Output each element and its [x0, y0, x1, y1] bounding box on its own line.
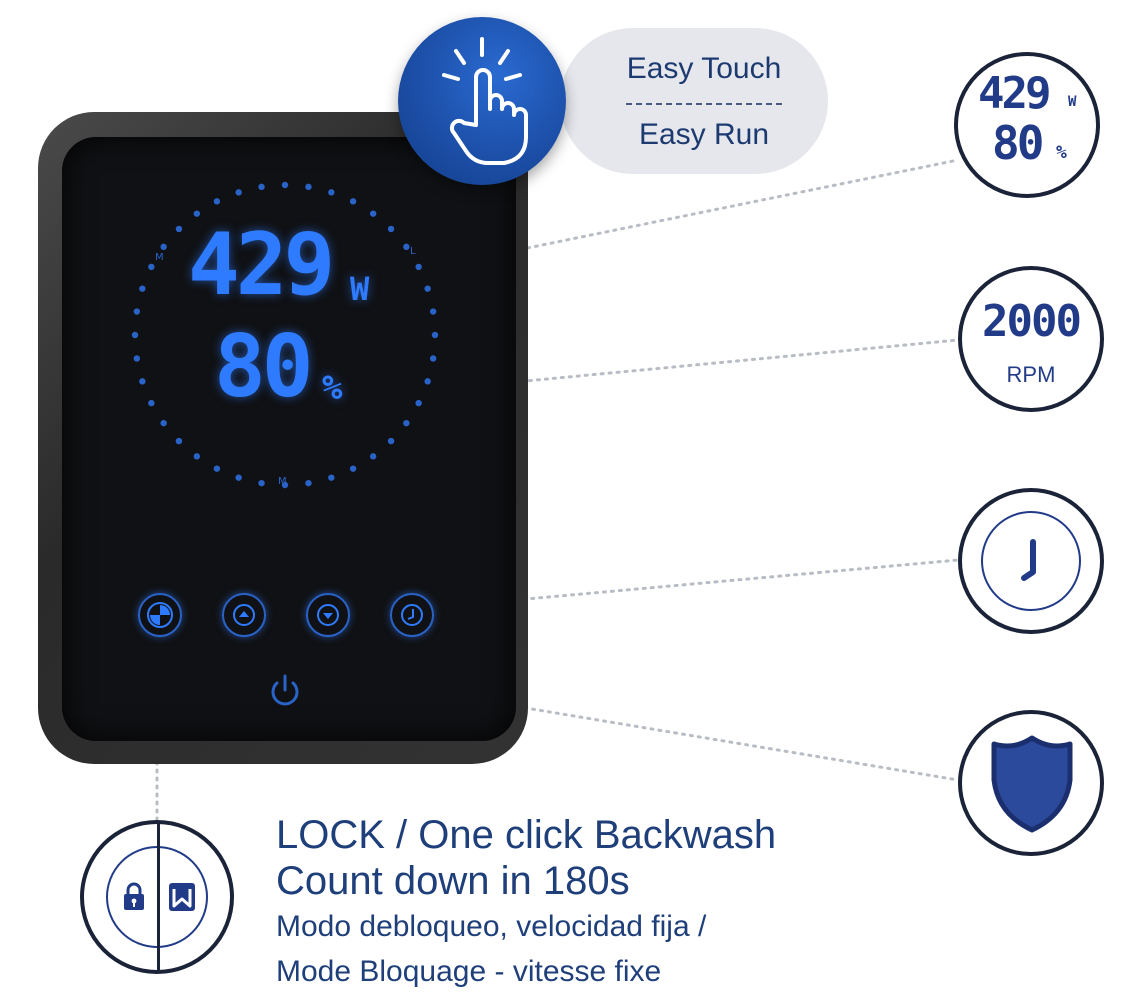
dial-dot — [213, 198, 221, 205]
dial-dot — [305, 479, 312, 487]
svg-text:M: M — [155, 252, 164, 263]
dial-dot — [403, 243, 410, 251]
arrow-down-icon — [317, 604, 339, 626]
feature-power-unit: W — [1068, 94, 1077, 110]
dial-dot — [429, 355, 437, 362]
dial-dot — [133, 355, 141, 362]
dial-dot — [139, 378, 146, 385]
caption-line-1: LOCK / One click Backwash — [276, 813, 777, 857]
badge-line-1: Easy Touch — [626, 52, 782, 85]
lcd-percent-unit: % — [322, 368, 343, 408]
lcd-power-unit: W — [350, 270, 369, 308]
dial-dot — [369, 453, 377, 460]
fan-icon — [147, 602, 173, 628]
shield-icon — [991, 735, 1073, 833]
dial-dot — [349, 465, 357, 472]
dial-dot — [415, 263, 422, 271]
backwash-w-icon — [169, 883, 195, 911]
timer-button[interactable] — [390, 593, 434, 637]
dial-dot — [258, 479, 265, 487]
feature-timer — [958, 488, 1104, 634]
lcd-power-value: 429 — [188, 215, 335, 315]
dial-dot — [213, 465, 221, 472]
dial-dot — [148, 399, 155, 407]
dial-dot — [193, 210, 201, 217]
dial-dot — [387, 437, 395, 445]
up-button[interactable] — [222, 593, 266, 637]
power-icon — [271, 674, 299, 706]
dial-dot — [258, 183, 265, 191]
lcd-percent-value: 80 — [214, 317, 314, 417]
feature-speed-value: 2000 — [982, 296, 1082, 347]
inner-divider — [157, 824, 160, 970]
dial-dot — [429, 308, 437, 315]
touch-hand-icon — [442, 37, 528, 165]
dial-dot — [281, 181, 289, 189]
dial-ring: M L M — [131, 181, 439, 489]
easy-touch-badge — [560, 28, 828, 174]
clock-icon — [981, 511, 1081, 611]
dial-dot — [160, 419, 167, 427]
arrow-up-icon — [233, 604, 255, 626]
caption-line-3: Modo debloqueo, velocidad fija / — [276, 910, 707, 943]
feature-protection — [958, 710, 1104, 856]
dial-dot — [175, 225, 183, 233]
dial-dot — [328, 474, 335, 481]
dial-dot — [387, 225, 395, 233]
dial-dot — [235, 189, 242, 196]
dial-dot — [133, 308, 141, 315]
dial-dot — [131, 331, 139, 339]
svg-text:M: M — [278, 476, 287, 487]
caption-line-2: Count down in 180s — [276, 859, 630, 903]
feature-power-display: 429 W 80 % — [954, 52, 1100, 198]
dial-dot — [431, 331, 439, 339]
dial-dot — [424, 378, 431, 385]
dial-dot — [424, 285, 431, 292]
dial-dot — [403, 419, 410, 427]
feature-speed-unit: RPM — [1006, 362, 1056, 387]
svg-text:L: L — [410, 246, 416, 257]
badge-divider — [626, 103, 782, 105]
dial-dot — [305, 183, 312, 191]
power-button[interactable] — [264, 670, 306, 712]
controller-screen — [62, 137, 516, 741]
lock-icon — [124, 882, 144, 910]
dial-dot — [415, 399, 422, 407]
dial-dot — [281, 481, 289, 489]
touch-badge-circle — [398, 17, 566, 185]
feature-percent-unit: % — [1056, 142, 1067, 163]
caption-line-4: Mode Bloquage - vitesse fixe — [276, 955, 662, 988]
dial-dot — [235, 474, 242, 481]
dial-dot — [160, 243, 167, 251]
dial-dot — [193, 453, 201, 460]
dial-dot — [369, 210, 377, 217]
dial-dot — [175, 437, 183, 445]
badge-line-2: Easy Run — [638, 118, 770, 151]
dial-dot — [349, 198, 357, 205]
dial-dot — [328, 189, 335, 196]
dial-dot — [139, 285, 146, 292]
dial-dot — [148, 263, 155, 271]
feature-percent-value: 80 — [992, 116, 1044, 170]
feature-lock-backwash — [80, 820, 234, 974]
feature-speed-display: 2000 RPM — [958, 266, 1104, 412]
feature-power-value: 429 — [978, 68, 1052, 119]
mode-button[interactable] — [138, 593, 182, 637]
down-button[interactable] — [306, 593, 350, 637]
clock-icon — [401, 604, 423, 626]
